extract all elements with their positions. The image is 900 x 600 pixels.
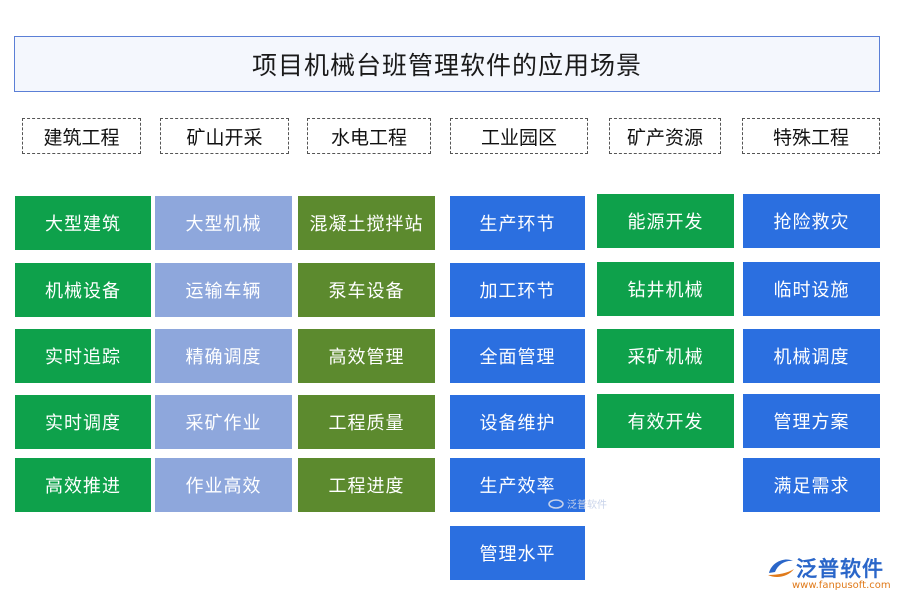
scenario-box: 作业高效 <box>155 458 292 512</box>
scenario-box: 能源开发 <box>597 194 734 248</box>
scenario-box: 采矿机械 <box>597 329 734 383</box>
scenario-box: 高效管理 <box>298 329 435 383</box>
category-2: 水电工程 <box>307 118 431 154</box>
scenario-box: 加工环节 <box>450 263 585 317</box>
scenario-box: 实时追踪 <box>15 329 151 383</box>
scenario-box: 设备维护 <box>450 395 585 449</box>
scenario-box: 临时设施 <box>743 262 880 316</box>
scenario-box: 抢险救灾 <box>743 194 880 248</box>
scenario-box: 生产环节 <box>450 196 585 250</box>
scenario-box: 精确调度 <box>155 329 292 383</box>
scenario-box: 大型建筑 <box>15 196 151 250</box>
scenario-box: 机械设备 <box>15 263 151 317</box>
category-3: 工业园区 <box>450 118 588 154</box>
scenario-box: 管理方案 <box>743 394 880 448</box>
scenario-box: 工程进度 <box>298 458 435 512</box>
scenario-box: 采矿作业 <box>155 395 292 449</box>
scenario-box: 有效开发 <box>597 394 734 448</box>
brand-url: www.fanpusoft.com <box>792 580 891 591</box>
category-0: 建筑工程 <box>22 118 141 154</box>
scenario-box: 管理水平 <box>450 526 585 580</box>
brand-logo: 泛普软件 www.fanpusoft.com <box>766 553 894 593</box>
brand-mark-icon <box>768 559 794 577</box>
page-title: 项目机械台班管理软件的应用场景 <box>251 51 642 80</box>
category-4: 矿产资源 <box>609 118 721 154</box>
scenario-box: 全面管理 <box>450 329 585 383</box>
scenario-box: 钻井机械 <box>597 262 734 316</box>
scenario-box: 运输车辆 <box>155 263 292 317</box>
scenario-box: 机械调度 <box>743 329 880 383</box>
scenario-box: 混凝土搅拌站 <box>298 196 435 250</box>
scenario-box: 工程质量 <box>298 395 435 449</box>
scenario-box: 实时调度 <box>15 395 151 449</box>
brand-name: 泛普软件 <box>796 557 884 581</box>
scenario-box: 生产效率 <box>450 458 585 512</box>
category-1: 矿山开采 <box>160 118 289 154</box>
scenario-box: 大型机械 <box>155 196 292 250</box>
title-banner: 项目机械台班管理软件的应用场景 <box>14 36 880 92</box>
category-5: 特殊工程 <box>742 118 880 154</box>
scenario-box: 高效推进 <box>15 458 151 512</box>
scenario-box: 泵车设备 <box>298 263 435 317</box>
scenario-box: 满足需求 <box>743 458 880 512</box>
